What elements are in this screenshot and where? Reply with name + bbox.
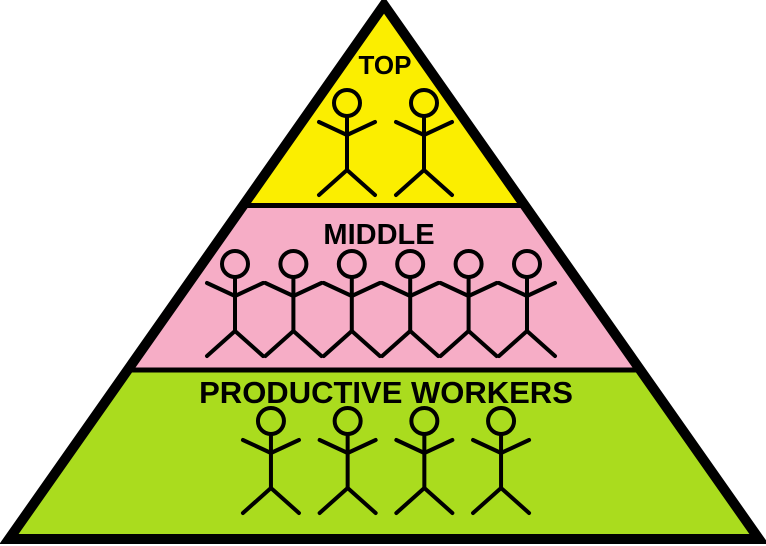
tier-bottom-label: PRODUCTIVE WORKERS [199, 375, 573, 410]
tier-middle-shape [127, 205, 641, 370]
tier-middle-label: MIDDLE [323, 219, 434, 251]
tier-top-shape [243, 5, 525, 206]
tier-bottom-shape [9, 370, 759, 539]
tier-top-label: TOP [359, 50, 412, 80]
